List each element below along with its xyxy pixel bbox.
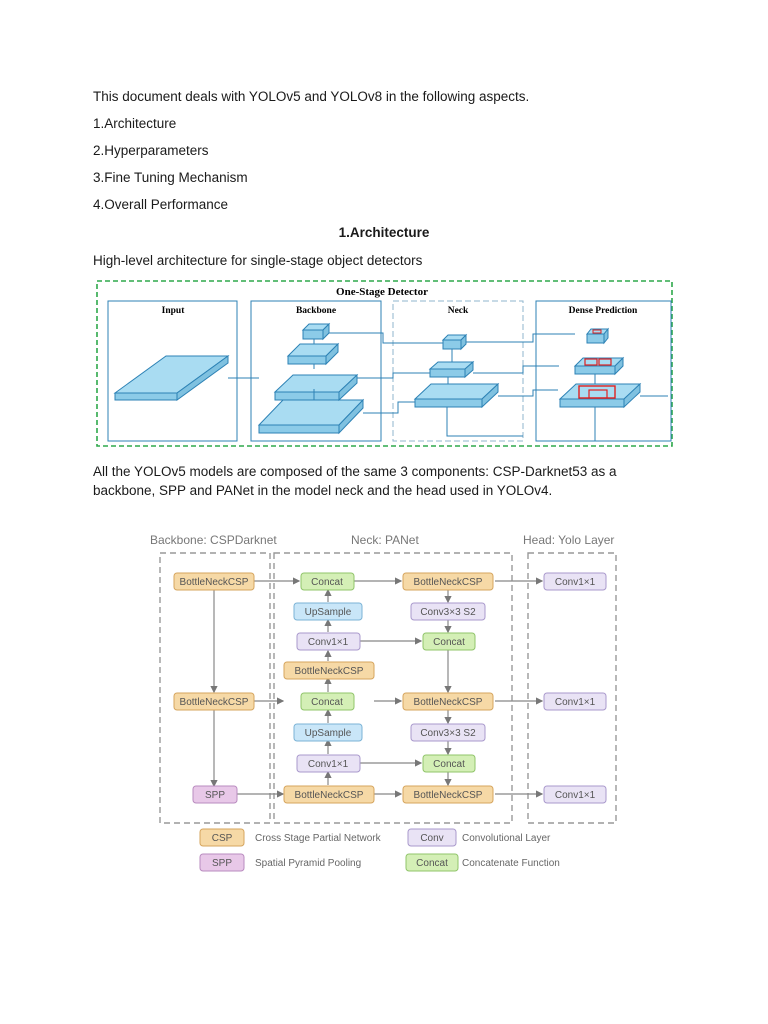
one-stage-detector-figure: One-Stage Detector Input Backbone Neck D… [96,280,673,447]
node-neck-concat-2: Concat [300,692,355,711]
aspect-item-fine-tuning: 3.Fine Tuning Mechanism [93,170,248,185]
neck-region [273,552,513,824]
prediction-connectors [594,374,668,442]
node-neck-csp-mid: BottleNeckCSP [283,661,375,680]
figure1-caption: High-level architecture for single-stage… [93,253,423,268]
aspect-item-architecture: 1.Architecture [93,116,177,131]
svg-text:Conv1×1: Conv1×1 [555,577,596,588]
node-neck-right-csp-1: BottleNeckCSP [402,572,494,591]
section-heading: 1.Architecture [338,225,430,240]
legend-conv: Conv Convolutional Layer [407,828,551,847]
svg-text:Cross Stage Partial Network: Cross Stage Partial Network [255,833,382,844]
svg-text:BottleNeckCSP: BottleNeckCSP [180,697,249,708]
flow-arrows [210,577,544,798]
svg-text:Conv3×3 S2: Conv3×3 S2 [420,607,476,618]
svg-text:Conv1×1: Conv1×1 [308,637,349,648]
svg-text:Concat: Concat [433,759,465,770]
prediction-layer-1 [558,382,642,409]
aspect-item-performance: 4.Overall Performance [93,197,229,212]
svg-text:Conv1×1: Conv1×1 [555,697,596,708]
section-head-label: Head: Yolo Layer [523,533,614,547]
svg-text:Concatenate Function: Concatenate Function [462,858,560,869]
node-neck-right-csp-2: BottleNeckCSP [402,692,494,711]
svg-text:Conv1×1: Conv1×1 [555,790,596,801]
aspect-item-hyperparameters: 2.Hyperparameters [93,143,209,158]
backbone-layer-2 [273,373,359,402]
neck-connectors [329,332,575,437]
input-image-slab [113,355,230,401]
prediction-layer-2 [573,356,625,376]
backbone-layer-4 [301,322,331,341]
svg-text:BottleNeckCSP: BottleNeckCSP [414,697,483,708]
node-neck-right-conv3-1: Conv3×3 S2 [410,602,486,621]
svg-text:Concat: Concat [311,577,343,588]
svg-text:Convolutional Layer: Convolutional Layer [462,833,551,844]
svg-text:CSP: CSP [212,833,233,844]
node-neck-right-csp-3: BottleNeckCSP [402,785,494,804]
legend-spp: SPP Spatial Pyramid Pooling [199,853,361,872]
backbone-layer-3 [286,342,340,366]
backbone-layer-1 [257,398,365,435]
legend-csp: CSP Cross Stage Partial Network [199,828,382,847]
svg-text:BottleNeckCSP: BottleNeckCSP [295,790,364,801]
neck-panel-label: Neck [448,306,469,316]
svg-text:SPP: SPP [205,790,225,801]
neck-layer-3 [441,333,468,351]
node-head-conv-1: Conv1×1 [543,572,607,591]
svg-text:Conv3×3 S2: Conv3×3 S2 [420,728,476,739]
svg-text:Spatial Pyramid Pooling: Spatial Pyramid Pooling [255,858,361,869]
legend-concat: Concat Concatenate Function [405,853,560,872]
yolov5-architecture-figure: Backbone: CSPDarknet Neck: PANet Head: Y… [150,533,617,872]
head-region [527,552,617,824]
node-neck-conv-1: Conv1×1 [296,632,361,651]
backbone-region [159,552,271,824]
node-head-conv-3: Conv1×1 [543,785,607,804]
node-neck-conv-2: Conv1×1 [296,754,361,773]
svg-text:Concat: Concat [433,637,465,648]
svg-text:Concat: Concat [416,858,448,869]
node-neck-right-conv3-2: Conv3×3 S2 [410,723,486,742]
neck-layer-1 [413,382,500,409]
backbone-panel [250,300,382,442]
dense-prediction-panel-label: Dense Prediction [569,306,638,316]
svg-text:UpSample: UpSample [305,728,352,739]
svg-text:BottleNeckCSP: BottleNeckCSP [180,577,249,588]
input-panel-label: Input [162,306,186,316]
node-neck-right-concat-2: Concat [422,754,476,773]
svg-text:SPP: SPP [212,858,232,869]
backbone-arrows [228,339,315,400]
node-neck-right-concat-1: Concat [422,632,476,651]
svg-text:Concat: Concat [311,697,343,708]
svg-text:Conv1×1: Conv1×1 [308,759,349,770]
detector-outline [96,280,673,447]
section-backbone-label: Backbone: CSPDarknet [150,533,277,547]
node-backbone-spp: SPP [192,785,238,804]
neck-layer-2 [428,360,475,379]
node-backbone-csp-1: BottleNeckCSP [173,572,255,591]
figure1-title: One-Stage Detector [336,286,428,298]
svg-text:UpSample: UpSample [305,607,352,618]
svg-text:BottleNeckCSP: BottleNeckCSP [414,577,483,588]
intro-text: This document deals with YOLOv5 and YOLO… [93,89,530,104]
node-neck-upsample-2: UpSample [293,723,363,742]
svg-text:BottleNeckCSP: BottleNeckCSP [414,790,483,801]
input-panel [107,300,238,442]
svg-text:BottleNeckCSP: BottleNeckCSP [295,666,364,677]
node-backbone-csp-2: BottleNeckCSP [173,692,255,711]
node-head-conv-2: Conv1×1 [543,692,607,711]
svg-text:Conv: Conv [420,833,443,844]
node-neck-csp-low: BottleNeckCSP [283,785,375,804]
node-neck-concat-1: Concat [300,572,355,591]
yolov5-components-paragraph: All the YOLOv5 models are composed of th… [93,464,617,498]
backbone-panel-label: Backbone [296,306,336,316]
node-neck-upsample-1: UpSample [293,602,363,621]
prediction-layer-3 [585,327,610,345]
section-neck-label: Neck: PANet [351,533,419,547]
